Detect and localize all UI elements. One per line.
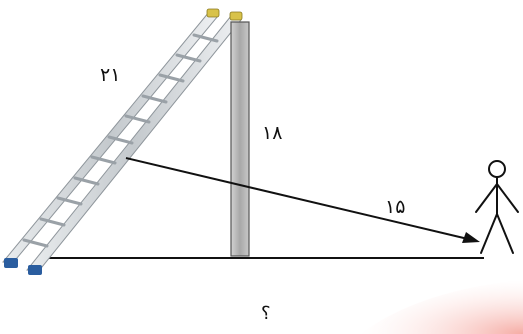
arrow-head-icon xyxy=(462,232,480,243)
ladder-rungs xyxy=(22,33,219,248)
person-stick-figure-icon xyxy=(475,160,519,254)
wall xyxy=(230,21,250,257)
ladder-icon xyxy=(2,8,243,275)
question-mark-label: ؟ xyxy=(261,303,271,324)
ladder-left-foot xyxy=(4,258,18,268)
distance-arrow xyxy=(125,157,480,243)
corner-accent xyxy=(360,280,523,334)
ladder-right-rail xyxy=(26,15,242,273)
ladder-top-cap-right xyxy=(229,11,243,21)
ladder-length-label: ۲۱ xyxy=(100,64,121,86)
ladder-right-foot xyxy=(28,265,42,275)
distance-label: ۱۵ xyxy=(385,196,406,218)
ladder-top-cap-left xyxy=(206,8,220,18)
wall-height-label: ۱۸ xyxy=(262,122,283,144)
